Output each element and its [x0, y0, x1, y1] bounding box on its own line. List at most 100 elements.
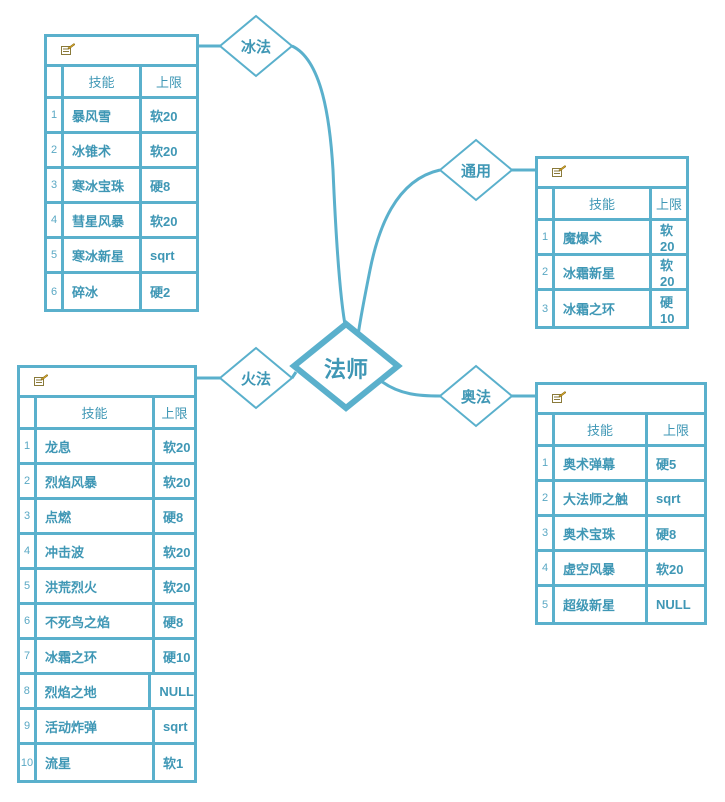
row-index: 2	[538, 256, 555, 288]
table-title-bar	[538, 385, 704, 415]
skill-limit: 硬10	[660, 294, 675, 326]
skill-limit: 硬5	[656, 456, 677, 472]
row-index: 3	[538, 517, 555, 549]
skill-limit: 软20	[163, 439, 191, 455]
note-edit-icon	[552, 165, 566, 177]
skill-limit: 软1	[163, 756, 184, 771]
skill-limit: 软20	[163, 474, 191, 490]
header-skill-cell: 技能	[555, 415, 648, 444]
skill-name: 烈焰之地	[37, 675, 152, 707]
skill-limit: 硬8	[163, 614, 184, 630]
skill-limit: 硬10	[163, 649, 191, 665]
skill-limit: 软20	[150, 213, 178, 229]
row-index: 1	[538, 447, 555, 479]
row-index: 4	[538, 552, 555, 584]
skill-name: 冲击波	[37, 535, 155, 567]
row-index: 9	[20, 710, 37, 742]
header-skill-cell: 技能	[555, 189, 652, 218]
row-index: 2	[47, 134, 64, 166]
header-skill-cell: 技能	[37, 398, 155, 427]
skill-name: 冰霜之环	[555, 291, 652, 326]
note-edit-icon	[34, 374, 48, 386]
note-edit-icon	[61, 43, 75, 55]
skill-name: 虚空风暴	[555, 552, 648, 584]
skill-name: 暴风雪	[64, 99, 142, 131]
row-index: 3	[538, 291, 555, 326]
header-limit-cell: 上限	[662, 423, 689, 438]
skill-name: 魔爆术	[555, 221, 652, 253]
header-index-cell	[538, 189, 555, 218]
skill-name: 超级新星	[555, 587, 648, 622]
row-index: 3	[47, 169, 64, 201]
row-index: 6	[20, 605, 37, 637]
skill-name: 流星	[37, 745, 155, 780]
connector-arcane-center	[380, 379, 441, 398]
skill-limit: sqrt	[163, 718, 188, 734]
relation-ice-label: 冰法	[240, 39, 271, 56]
row-index: 2	[538, 482, 555, 514]
table-title-bar	[20, 368, 194, 398]
table-title-bar	[538, 159, 686, 189]
header-index-cell	[20, 398, 37, 427]
skill-name: 龙息	[37, 430, 155, 462]
table-header-row: 技能上限	[47, 67, 196, 99]
skill-limit: sqrt	[656, 490, 681, 506]
connector-fire-center	[290, 371, 298, 379]
skill-limit: 软20	[660, 258, 675, 289]
skill-limit: NULL	[656, 597, 691, 612]
skill-name: 彗星风暴	[64, 204, 142, 236]
relation-arcane-diamond	[438, 364, 514, 428]
skill-limit: 硬8	[656, 526, 677, 542]
row-index: 5	[47, 239, 64, 271]
skill-name: 洪荒烈火	[37, 570, 155, 602]
skill-name: 烈焰风暴	[37, 465, 155, 497]
skill-name: 不死鸟之焰	[37, 605, 155, 637]
skill-limit: sqrt	[150, 247, 175, 263]
row-index: 1	[20, 430, 37, 462]
header-limit-cell: 上限	[655, 197, 682, 212]
skill-limit: 软20	[150, 108, 178, 124]
row-index: 5	[538, 587, 555, 622]
skill-name: 冰锥术	[64, 134, 142, 166]
row-index: 6	[47, 274, 64, 309]
table-header-row: 技能上限	[538, 415, 704, 447]
header-limit-cell: 上限	[155, 75, 182, 90]
header-index-cell	[538, 415, 555, 444]
skill-name: 活动炸弹	[37, 710, 155, 742]
table-title-bar	[47, 37, 196, 67]
skill-name: 冰霜之环	[37, 640, 155, 672]
relation-arcane-label: 奥法	[460, 389, 491, 406]
center-entity-diamond	[289, 320, 403, 412]
header-limit-cell: 上限	[161, 406, 188, 421]
skill-limit: 硬8	[150, 178, 171, 194]
relation-ice-diamond	[218, 14, 294, 78]
skill-name: 点燃	[37, 500, 155, 532]
skill-name: 奥术宝珠	[555, 517, 648, 549]
row-index: 10	[20, 745, 37, 780]
relation-general-diamond	[438, 138, 514, 202]
skill-limit: 软20	[163, 544, 191, 560]
row-index: 3	[20, 500, 37, 532]
